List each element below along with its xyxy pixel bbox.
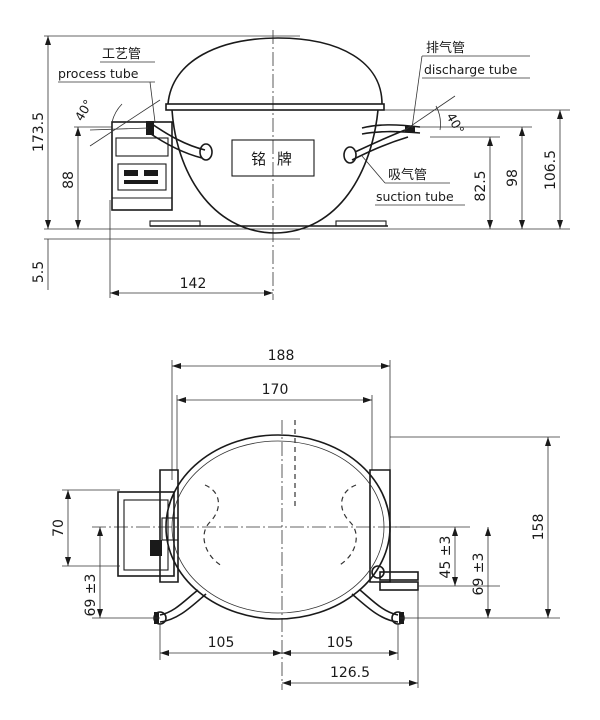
dim-106-label: 106.5 — [543, 150, 559, 190]
terminal-clip — [161, 517, 179, 541]
dim-98-label: 98 — [505, 169, 521, 187]
dim-105-right-label: 105 — [327, 635, 354, 651]
angle-arc-left — [111, 103, 123, 123]
arrowheads-top-width — [172, 363, 390, 403]
side-view: 铭 牌 40° 40° — [31, 30, 570, 300]
angle-leader-right — [404, 95, 456, 131]
arrowheads-bottom — [160, 650, 418, 686]
relay-body — [117, 163, 167, 191]
process-tube-stub — [199, 143, 213, 161]
shell-inner — [171, 440, 385, 614]
dim-70-label: 70 — [51, 519, 67, 537]
dim-158-label: 158 — [531, 514, 547, 541]
angle-left-label: 40° — [72, 97, 96, 124]
dim-170-label: 170 — [262, 382, 289, 398]
tube-stub-joint — [371, 565, 385, 579]
top-view: 188 170 158 — [51, 348, 560, 690]
dim-69-right-label: 69 ±3 — [471, 553, 487, 596]
dim-45-label: 45 ±3 — [438, 536, 454, 579]
process-tube-en-label: process tube — [58, 66, 139, 81]
discharge-tube-cn-label: 排气管 — [426, 40, 465, 56]
discharge-leader — [411, 55, 423, 129]
angle-arc-right — [435, 105, 441, 131]
discharge-tube-lower — [361, 130, 421, 135]
terminal-cover — [115, 137, 169, 157]
tube-stub-upper — [379, 571, 419, 581]
relay-terminal-1 — [124, 170, 138, 176]
foot-right — [335, 220, 387, 227]
angle-right-label: 40° — [443, 110, 467, 137]
dim-105-left-label: 105 — [208, 635, 235, 651]
suction-tube-stub — [343, 146, 357, 164]
tube-stub-lower — [379, 581, 419, 591]
shell-seam — [165, 103, 385, 111]
nameplate-text: 铭 牌 — [251, 150, 295, 168]
dim-173-label: 173.5 — [31, 112, 47, 152]
terminal-box — [111, 121, 173, 211]
leg-right-lower — [351, 593, 399, 623]
dim-126-label: 126.5 — [330, 665, 370, 681]
leg-left-upper — [159, 589, 199, 616]
hidden-curve-right — [337, 484, 357, 567]
discharge-tube-en-label: discharge tube — [424, 62, 518, 77]
terminal-box-top — [117, 491, 175, 577]
relay-terminal-2 — [144, 170, 158, 176]
dim-88-label: 88 — [61, 171, 77, 189]
discharge-tube-cap — [405, 126, 415, 132]
compressor-lower-shell — [171, 109, 379, 234]
dim-69-left-label: 69 ±3 — [83, 574, 99, 617]
nameplate-box — [231, 139, 315, 177]
angle-leader-left — [89, 99, 161, 147]
foot-left — [149, 220, 201, 227]
suction-tube-en-label: suction tube — [376, 189, 454, 204]
terminal-box-top-inner — [123, 499, 169, 571]
leg-right-upper — [359, 589, 399, 616]
process-tube-cn-label: 工艺管 — [102, 47, 141, 62]
process-tube-axis-left — [89, 127, 149, 131]
terminal-plug — [150, 540, 162, 556]
dim-142-label: 142 — [180, 276, 207, 292]
dim-188-label: 188 — [268, 348, 295, 364]
process-tube-cap — [146, 121, 154, 135]
relay-terminal-3 — [124, 180, 158, 184]
hidden-curve-left — [203, 484, 223, 567]
suction-leader — [361, 155, 386, 184]
suction-tube-cn-label: 吸气管 — [388, 167, 427, 183]
shell-outline — [165, 434, 391, 620]
compressor-dome — [167, 37, 383, 105]
leg-left-lower — [159, 593, 207, 623]
dim-5-label: 5.5 — [31, 261, 47, 283]
process-tube-leader — [149, 81, 156, 123]
dim-82-label: 82.5 — [473, 170, 489, 201]
